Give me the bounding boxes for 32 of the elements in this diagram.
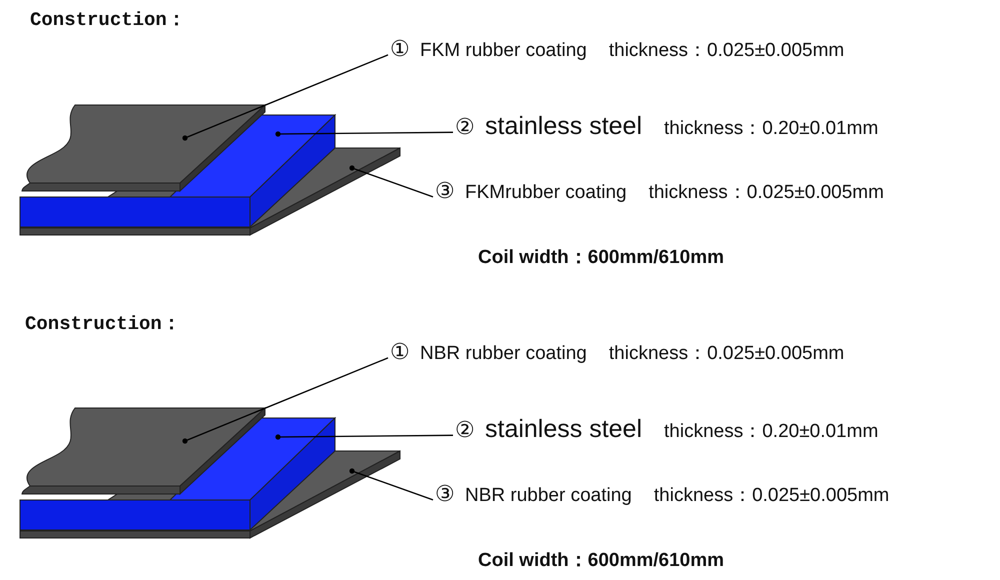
material-name: NBR rubber coating [465, 485, 632, 507]
callout-number: ① [390, 36, 410, 62]
steel-layer [20, 416, 336, 532]
callout-number: ③ [435, 178, 455, 204]
callout-number: ① [390, 339, 410, 365]
material-name: NBR rubber coating [420, 343, 587, 365]
thickness-spec: thickness：0.025±0.005mm [608, 39, 844, 63]
leader-line [182, 357, 388, 444]
callout-number: ② [455, 114, 475, 140]
thickness-spec: thickness：0.025±0.005mm [654, 484, 890, 508]
thickness-spec: thickness：0.025±0.005mm [648, 181, 884, 205]
leader-line [275, 434, 453, 440]
top-rubber-layer [22, 406, 266, 496]
coil-width-note: Coil width：600mm/610mm [478, 246, 724, 270]
leader-line [275, 131, 453, 137]
leader-line [349, 468, 434, 501]
leader-line [349, 165, 434, 198]
coil-width-note: Coil width：600mm/610mm [478, 549, 724, 573]
steel-layer [20, 114, 336, 228]
callout-number: ② [455, 417, 475, 443]
section-heading: Construction： [30, 8, 186, 32]
section-heading: Construction： [25, 312, 181, 336]
leader-line [182, 54, 388, 141]
material-name: FKMrubber coating [465, 182, 627, 204]
material-name: FKM rubber coating [420, 40, 587, 62]
material-name: stainless steel [485, 415, 642, 444]
thickness-spec: thickness：0.20±0.01mm [664, 420, 878, 444]
thickness-spec: thickness：0.20±0.01mm [664, 117, 878, 141]
material-name: stainless steel [485, 112, 642, 141]
top-rubber-layer [22, 104, 266, 192]
callout-number: ③ [435, 481, 455, 507]
thickness-spec: thickness：0.025±0.005mm [608, 342, 844, 366]
